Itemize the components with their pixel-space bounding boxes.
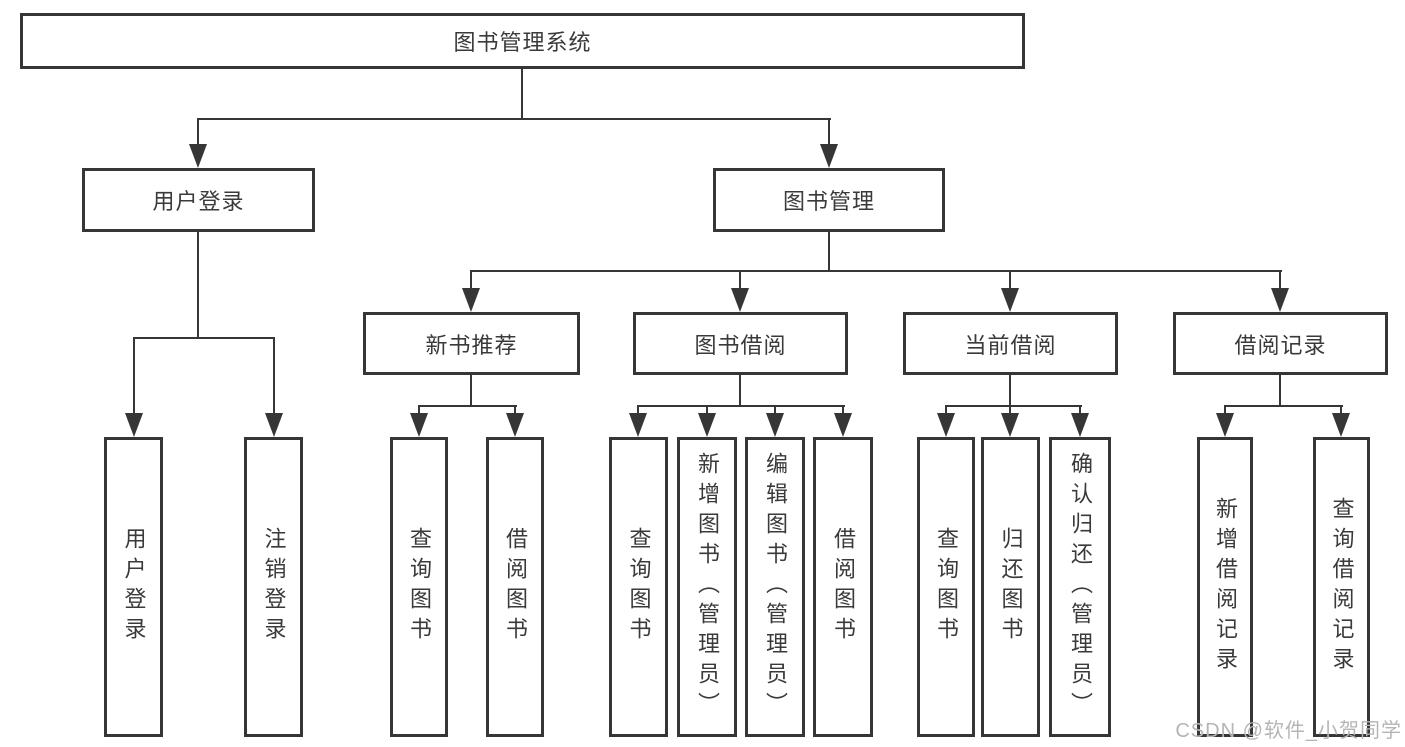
connector-stem: [197, 118, 199, 150]
arrow-down-icon: [1271, 288, 1289, 312]
leaf-borrow-books-label: 借阅图书: [831, 527, 856, 647]
arrow-down-icon: [1001, 413, 1019, 437]
leaf-recommend-borrow-books: 借阅图书: [486, 437, 544, 737]
node-user-login-label: 用户登录: [152, 189, 245, 214]
arrow-down-icon: [834, 413, 852, 437]
arrow-down-icon: [629, 413, 647, 437]
arrow-down-icon: [506, 413, 524, 437]
connector-stem: [1009, 270, 1011, 292]
leaf-add-borrow-record-label: 新增借阅记录: [1213, 497, 1238, 677]
node-book-borrow-label: 图书借阅: [694, 332, 787, 358]
connector-level1-rail: [197, 118, 831, 120]
arrow-down-icon: [1071, 413, 1089, 437]
leaf-edit-books-admin: 编辑图书（管理员）: [745, 437, 805, 737]
leaf-confirm-return-admin: 确认归还（管理员）: [1049, 437, 1111, 737]
node-borrow-record: 借阅记录: [1173, 312, 1388, 375]
connector-record-stub: [1279, 375, 1281, 407]
node-book-management-label: 图书管理: [782, 189, 875, 214]
node-new-book-recommend: 新书推荐: [363, 312, 580, 375]
arrow-down-icon: [1332, 413, 1350, 437]
connector-current-stub: [1009, 375, 1011, 407]
leaf-recommend-query-books-label: 查询图书: [407, 527, 432, 647]
connector-record-rail: [1224, 405, 1343, 407]
arrow-down-icon: [410, 413, 428, 437]
connector-level2-rail: [470, 270, 1282, 272]
connector-bookmgmt-stub: [828, 232, 830, 271]
leaf-logout-label: 注销登录: [261, 527, 287, 647]
leaf-return-books-label: 归还图书: [998, 527, 1024, 647]
leaf-logout: 注销登录: [244, 437, 303, 737]
node-current-borrow-label: 当前借阅: [964, 332, 1057, 358]
connector-current-rail: [945, 405, 1082, 407]
node-book-borrow: 图书借阅: [633, 312, 848, 375]
leaf-return-books: 归还图书: [981, 437, 1040, 737]
arrow-down-icon: [698, 413, 716, 437]
connector-userlogin-rail: [133, 337, 275, 339]
arrow-down-icon: [462, 288, 480, 312]
watermark: CSDN @软件_小贺同学: [1175, 720, 1402, 742]
connector-userlogin-stub: [197, 232, 199, 338]
leaf-confirm-return-admin-label: 确认归还（管理员）: [1068, 452, 1093, 722]
node-new-book-recommend-label: 新书推荐: [425, 332, 518, 358]
connector-root-stub: [521, 69, 523, 119]
connector-stem: [828, 118, 830, 150]
leaf-add-books-admin: 新增图书（管理员）: [677, 437, 737, 737]
node-library-system: 图书管理系统: [20, 13, 1025, 69]
node-book-management: 图书管理: [713, 168, 945, 232]
leaf-user-login: 用户登录: [104, 437, 163, 737]
leaf-query-borrow-record: 查询借阅记录: [1313, 437, 1370, 737]
connector-stem: [133, 337, 135, 415]
connector-stem: [739, 270, 741, 292]
leaf-recommend-query-books: 查询图书: [390, 437, 448, 737]
leaf-recommend-borrow-books-label: 借阅图书: [503, 527, 528, 647]
connector-recommend-stub: [470, 375, 472, 407]
connector-stem: [273, 337, 275, 415]
leaf-current-query-books: 查询图书: [917, 437, 975, 737]
connector-recommend-rail: [418, 405, 517, 407]
arrow-down-icon: [189, 144, 207, 168]
connector-borrow-rail: [637, 405, 845, 407]
node-library-system-label: 图书管理系统: [453, 30, 592, 55]
leaf-borrow-books: 借阅图书: [813, 437, 873, 737]
arrow-down-icon: [731, 288, 749, 312]
arrow-down-icon: [820, 144, 838, 168]
leaf-add-books-admin-label: 新增图书（管理员）: [695, 452, 720, 722]
connector-borrow-stub: [739, 375, 741, 407]
leaf-user-login-label: 用户登录: [121, 527, 147, 647]
leaf-query-borrow-record-label: 查询借阅记录: [1329, 497, 1355, 677]
node-user-login: 用户登录: [82, 168, 315, 232]
leaf-borrow-query-books-label: 查询图书: [626, 527, 652, 647]
leaf-borrow-query-books: 查询图书: [609, 437, 668, 737]
connector-stem: [1279, 270, 1281, 292]
arrow-down-icon: [265, 413, 283, 437]
node-current-borrow: 当前借阅: [903, 312, 1118, 375]
arrow-down-icon: [1001, 288, 1019, 312]
leaf-edit-books-admin-label: 编辑图书（管理员）: [763, 452, 788, 722]
arrow-down-icon: [125, 413, 143, 437]
arrow-down-icon: [937, 413, 955, 437]
node-borrow-record-label: 借阅记录: [1234, 332, 1327, 358]
leaf-add-borrow-record: 新增借阅记录: [1197, 437, 1253, 737]
leaf-current-query-books-label: 查询图书: [934, 527, 959, 647]
arrow-down-icon: [1216, 413, 1234, 437]
connector-stem: [470, 270, 472, 292]
arrow-down-icon: [766, 413, 784, 437]
